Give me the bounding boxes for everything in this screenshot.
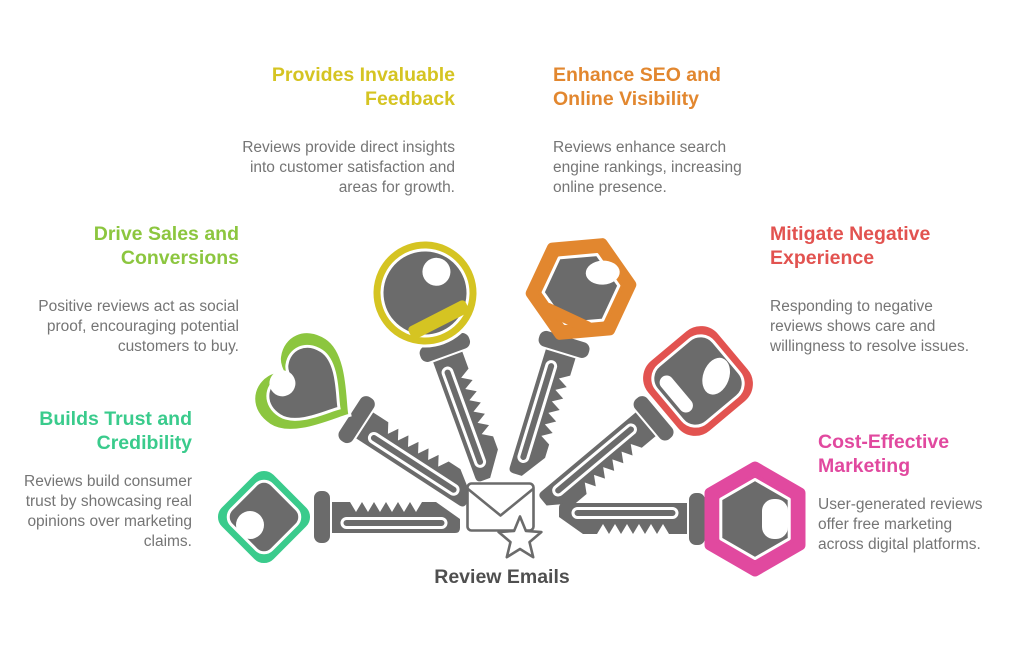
- key-marketing: [559, 461, 806, 577]
- benefit-title: Enhance SEO and Online Visibility: [553, 63, 763, 111]
- title-line: Builds Trust and: [39, 408, 192, 430]
- review-emails-icon: [466, 482, 543, 559]
- key-head-hole: [422, 257, 451, 286]
- body-line: reviews shows care and: [770, 318, 936, 336]
- key-collar: [538, 330, 590, 358]
- title-line: Cost-Effective: [818, 431, 950, 453]
- title-line: Drive Sales and: [93, 223, 239, 245]
- key-sales: [252, 330, 472, 507]
- body-line: offer free marketing: [818, 516, 953, 534]
- benefit-block-trust: Builds Trust and Credibility Reviews bui…: [12, 407, 192, 552]
- key-head-notch: [542, 302, 593, 334]
- envelope-flap-icon: [466, 487, 535, 517]
- title-line: Feedback: [365, 88, 455, 111]
- body-line: engine rankings, increasing: [553, 159, 742, 177]
- body-line: willingness to resolve issues.: [770, 338, 970, 355]
- key-head-hole: [762, 499, 788, 539]
- key-head-hole: [269, 370, 296, 397]
- key-head-face: [226, 479, 302, 555]
- benefit-body: Reviews provide direct insights into cus…: [227, 138, 455, 197]
- body-line: proof, encouraging potential: [46, 318, 239, 336]
- title-line: Provides Invaluable: [271, 64, 455, 86]
- key-blade: [539, 412, 656, 506]
- key-collar: [419, 333, 471, 362]
- benefit-block-marketing: Cost-Effective Marketing User-generated …: [818, 430, 1003, 555]
- key-head-notch: [408, 300, 469, 340]
- benefit-body: User-generated reviews offer free market…: [818, 495, 1003, 554]
- body-line: trust by showcasing real: [25, 493, 192, 511]
- benefit-body: Responding to negative reviews shows car…: [770, 297, 982, 356]
- key-blade-slot: [571, 507, 679, 519]
- key-head-hole: [236, 511, 264, 539]
- key-blade-slot: [367, 431, 460, 496]
- benefit-body: Positive reviews act as social proof, en…: [27, 297, 239, 356]
- envelope-icon: [466, 482, 535, 532]
- body-line: into customer satisfaction and: [249, 159, 455, 177]
- benefit-title: Builds Trust and Credibility: [12, 407, 192, 455]
- body-line: Reviews enhance search: [553, 139, 727, 157]
- key-trust: [214, 467, 460, 567]
- benefit-body: Reviews build consumer trust by showcasi…: [12, 472, 192, 551]
- benefit-title: Provides Invaluable Feedback: [227, 63, 455, 111]
- title-line: Credibility: [96, 432, 192, 455]
- benefit-body: Reviews enhance search engine rankings, …: [553, 138, 763, 197]
- body-line: Responding to negative: [770, 298, 933, 316]
- title-line: Mitigate Negative: [770, 223, 931, 245]
- key-head-hole: [585, 260, 620, 285]
- key-collar: [689, 493, 705, 545]
- title-line: Experience: [770, 247, 875, 270]
- body-line: Reviews provide direct insights: [242, 139, 455, 157]
- key-head-hole: [702, 357, 731, 395]
- key-collar: [314, 491, 330, 543]
- key-collar: [338, 396, 375, 444]
- body-line: Positive reviews act as social: [38, 298, 239, 316]
- star-icon: [497, 515, 543, 559]
- body-line: opinions over marketing: [27, 513, 192, 530]
- key-blade-slot: [340, 517, 448, 529]
- key-feedback: [370, 238, 498, 482]
- body-line: claims.: [143, 532, 192, 550]
- benefit-block-negative: Mitigate Negative Experience Responding …: [770, 222, 982, 357]
- title-line: Online Visibility: [553, 88, 699, 111]
- benefit-title: Mitigate Negative Experience: [770, 222, 982, 270]
- body-line: online presence.: [553, 179, 667, 196]
- benefit-block-seo: Enhance SEO and Online Visibility Review…: [553, 63, 763, 198]
- title-line: Marketing: [818, 455, 911, 478]
- benefit-block-feedback: Provides Invaluable Feedback Reviews pro…: [227, 63, 455, 198]
- benefit-title: Cost-Effective Marketing: [818, 430, 1003, 478]
- key-negative: [539, 323, 756, 506]
- center-label: Review Emails: [434, 566, 570, 588]
- key-collar: [633, 396, 674, 441]
- body-line: customers to buy.: [117, 338, 239, 355]
- body-line: User-generated reviews: [818, 496, 983, 514]
- benefit-title: Drive Sales and Conversions: [27, 222, 239, 270]
- key-blade-slot: [517, 360, 558, 463]
- benefit-block-sales: Drive Sales and Conversions Positive rev…: [27, 222, 239, 357]
- body-line: Reviews build consumer: [24, 473, 192, 491]
- key-blade-slot: [441, 366, 487, 468]
- title-line: Enhance SEO and: [553, 64, 721, 86]
- key-blade-slot: [552, 423, 637, 497]
- key-head-groove: [659, 375, 693, 413]
- body-line: areas for growth.: [338, 179, 455, 196]
- key-seo: [509, 238, 637, 476]
- body-line: across digital platforms.: [818, 536, 981, 553]
- title-line: Conversions: [120, 247, 239, 270]
